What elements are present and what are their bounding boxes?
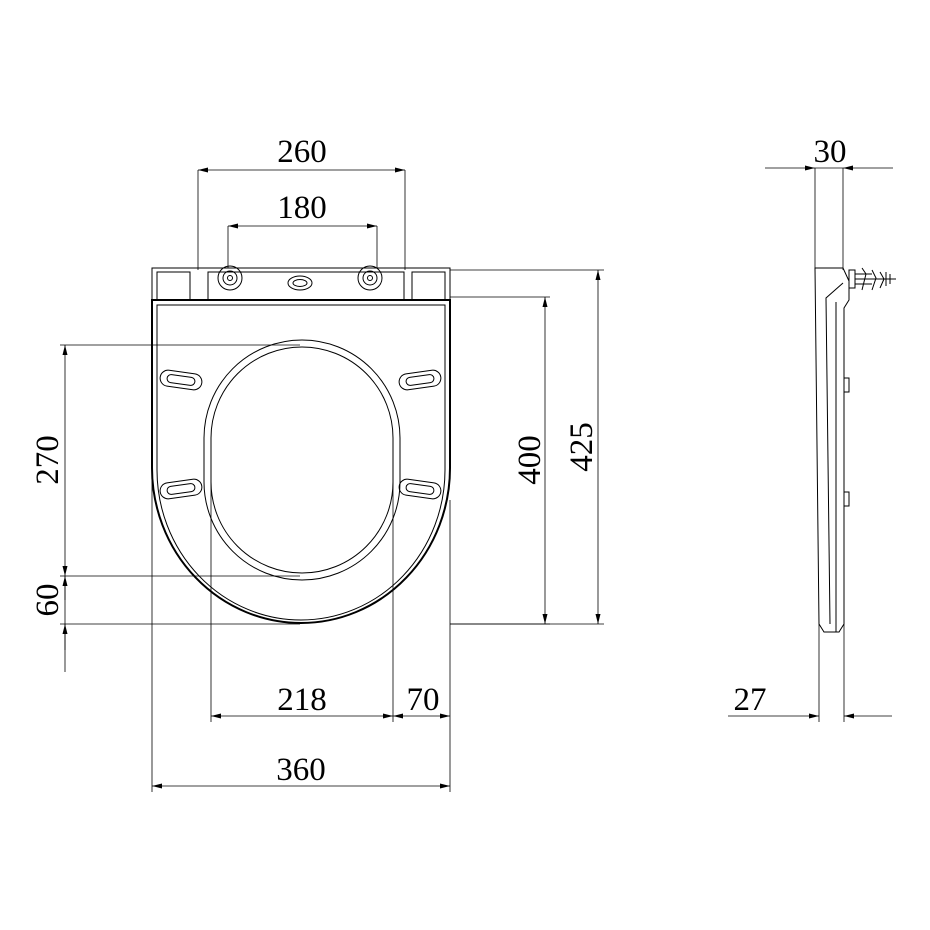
dimension-218: 218 [210,470,394,722]
dimension-label: 180 [277,190,327,226]
dimension-label: 60 [30,584,66,617]
dimension-270: 270 [30,344,300,577]
hinge-right-block [411,271,446,300]
dimension-60: 60 [30,576,300,672]
dimension-label: 260 [277,134,327,170]
bumper-pad-icon [159,478,203,500]
dimension-360: 360 [151,470,451,792]
side-bumper-icon [843,491,850,507]
seat-top-view [151,265,451,624]
side-profile-outer [814,267,850,633]
dimension-label: 27 [734,682,767,718]
seat-opening-outer [203,339,401,581]
dimension-400: 400 [450,296,550,625]
dimension-label: 30 [814,134,847,170]
center-slot-icon [287,275,313,291]
side-hinge-icon [848,267,896,291]
seat-side-view [814,267,896,633]
bumper-pad-icon [159,369,203,391]
hinge-plate-inner [207,271,405,301]
hinge-bolt-left-icon [217,265,243,291]
hinge-plate [151,267,451,301]
dimension-label: 270 [30,435,66,485]
seat-outer-outline [151,299,451,624]
dimension-label: 360 [276,752,326,788]
side-profile-split [825,282,844,625]
dimension-180: 180 [227,190,378,268]
dimension-27: 27 [728,624,892,722]
side-bumper-icon [843,377,850,393]
dimension-425: 425 [450,269,604,625]
dimension-30: 30 [765,134,893,270]
dimension-260: 260 [197,134,406,270]
dimension-label: 218 [277,682,327,718]
bumper-pad-icon [398,369,442,391]
dimension-label: 70 [407,682,440,718]
hinge-bolt-right-icon [357,265,383,291]
seat-inner-outline [156,304,446,621]
hinge-left-block [156,271,191,300]
dimension-70: 70 [393,500,451,722]
bumper-pad-icon [398,478,442,500]
seat-opening-inner [210,346,394,574]
dimension-label: 400 [512,435,548,485]
dimension-label: 425 [564,422,600,472]
